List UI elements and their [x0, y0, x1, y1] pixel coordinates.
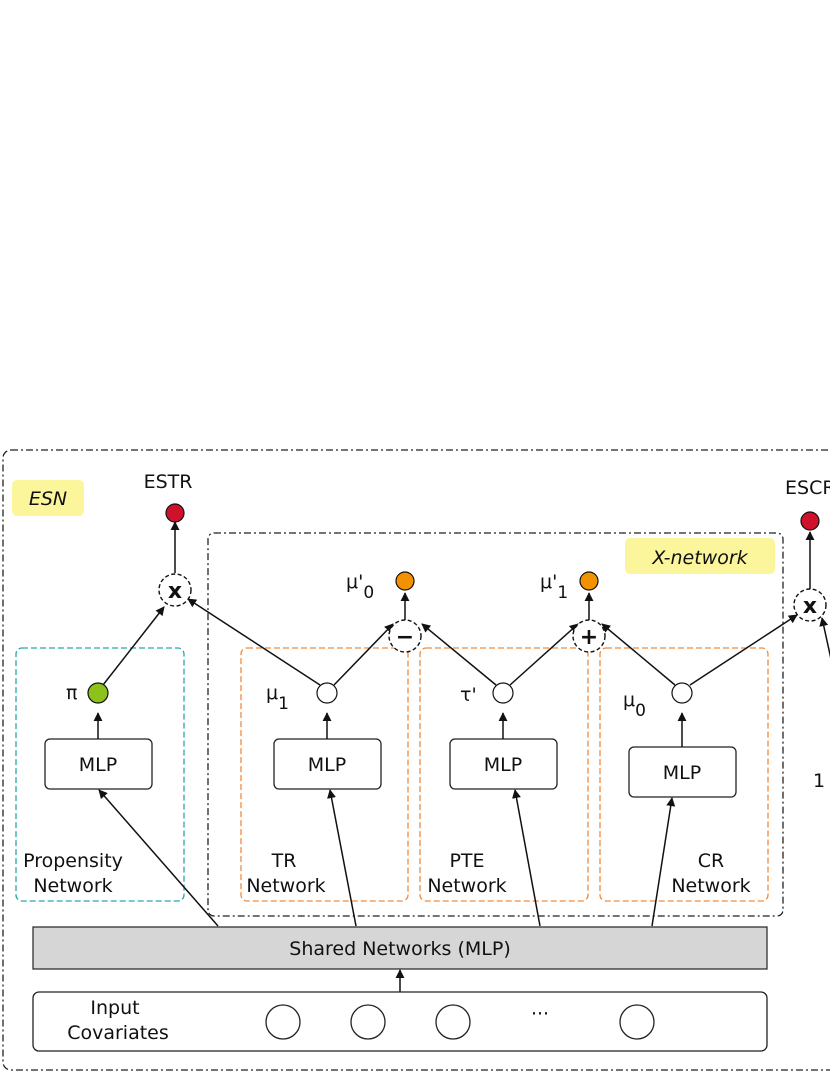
cr-network-name-line2: Network	[671, 875, 750, 897]
tr-network-frame	[240, 647, 409, 902]
edge-shared-to-pte	[512, 789, 541, 927]
edge-mu0-to-plus	[601, 623, 676, 686]
mu0-label: μ0	[623, 689, 646, 721]
pte-network-frame	[419, 647, 589, 902]
x-network-label: X-network	[651, 547, 748, 569]
input-covariates-box	[32, 991, 768, 1052]
escr-label: ESCR	[785, 477, 830, 499]
input-covariates-label-line2: Covariates	[67, 1022, 169, 1044]
edge-shared-to-cr	[651, 797, 676, 927]
tau-node	[492, 682, 514, 704]
propensity-network-name-line1: Propensity	[23, 850, 123, 872]
edge-mu0-to-multiply-right	[689, 614, 798, 686]
propensity-network-frame	[15, 647, 185, 902]
input-node	[435, 1004, 471, 1040]
propensity-mlp-label: MLP	[79, 754, 117, 776]
mu1-label: μ1	[266, 682, 289, 714]
x-network-frame	[207, 532, 784, 917]
cr-mlp-label: MLP	[663, 762, 701, 784]
input-ellipsis: ···	[531, 1003, 549, 1025]
pi-node	[87, 682, 109, 704]
escr-output-node	[800, 511, 820, 531]
tr-network-name-line2: Network	[246, 875, 325, 897]
edge-shared-to-propensity	[98, 789, 219, 927]
cr-network-frame	[599, 647, 769, 902]
input-node	[619, 1004, 655, 1040]
edge-mu1-to-minus	[333, 623, 394, 686]
pte-mlp-label: MLP	[484, 754, 522, 776]
multiply-left-symbol: x	[168, 579, 182, 604]
shared-networks-label: Shared Networks (MLP)	[289, 938, 510, 960]
mu1-node	[316, 682, 338, 704]
pte-network-name-line1: PTE	[449, 850, 484, 872]
input-node	[350, 1004, 386, 1040]
edge-shared-to-tr	[327, 789, 357, 927]
multiply-right-symbol: x	[803, 594, 817, 619]
one-label: 1	[813, 770, 825, 792]
mu1-prime-node	[579, 571, 599, 591]
x-network-label-bg	[625, 538, 775, 574]
mu0-prime-node	[395, 571, 415, 591]
propensity-network-name-line2: Network	[33, 875, 112, 897]
edge-tau-to-minus	[421, 623, 497, 686]
mu1-prime-label: μ'1	[540, 571, 568, 603]
tr-mlp-label: MLP	[308, 754, 346, 776]
input-node	[265, 1004, 301, 1040]
input-covariates-label-line1: Input	[90, 997, 139, 1019]
multiply-node-left	[158, 573, 192, 607]
plus-symbol: +	[580, 625, 598, 650]
edge-pi-to-multiply-left	[102, 606, 165, 686]
estr-label: ESTR	[144, 471, 193, 493]
edge-tau-to-plus	[509, 623, 579, 686]
esn-label-bg	[12, 480, 84, 516]
multiply-node-right	[793, 588, 827, 622]
tr-network-name-line1: TR	[271, 850, 297, 872]
minus-node	[388, 619, 422, 653]
tau-label: τ'	[460, 684, 477, 706]
edge-mu1-to-multiply-left	[187, 598, 321, 686]
pte-network-name-line2: Network	[427, 875, 506, 897]
cr-network-name-line1: CR	[698, 850, 724, 872]
mu0-prime-label: μ'0	[346, 571, 374, 603]
estr-output-node	[165, 503, 185, 523]
esn-label: ESN	[29, 488, 67, 510]
mu0-node	[671, 682, 693, 704]
edge-one-to-multiply-right	[819, 617, 830, 658]
pi-label: π	[66, 682, 77, 704]
plus-node	[572, 619, 606, 653]
minus-symbol: −	[396, 625, 414, 650]
shared-networks-bar	[32, 926, 768, 970]
esn-frame	[2, 449, 830, 1071]
